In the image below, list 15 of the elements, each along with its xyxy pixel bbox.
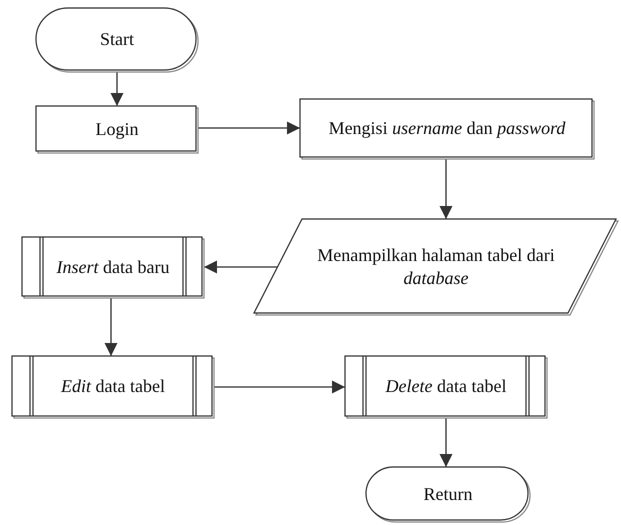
node-label: Return bbox=[424, 482, 472, 506]
arrow bbox=[214, 380, 345, 394]
arrow bbox=[198, 122, 300, 134]
node-label: Mengisi username dan password bbox=[328, 117, 566, 140]
node-label: Menampilkan halaman tabel dari database bbox=[316, 244, 556, 290]
arrow bbox=[440, 418, 452, 467]
arrow bbox=[104, 298, 118, 356]
node-label: Insert data baru bbox=[56, 256, 170, 279]
arrow bbox=[204, 260, 278, 274]
node-label: Login bbox=[96, 118, 138, 141]
node-label: Start bbox=[100, 28, 134, 52]
arrow bbox=[440, 159, 452, 219]
node-label: Edit data tabel bbox=[61, 375, 165, 398]
arrow bbox=[110, 72, 124, 106]
node-label: Delete data tabel bbox=[386, 375, 506, 398]
